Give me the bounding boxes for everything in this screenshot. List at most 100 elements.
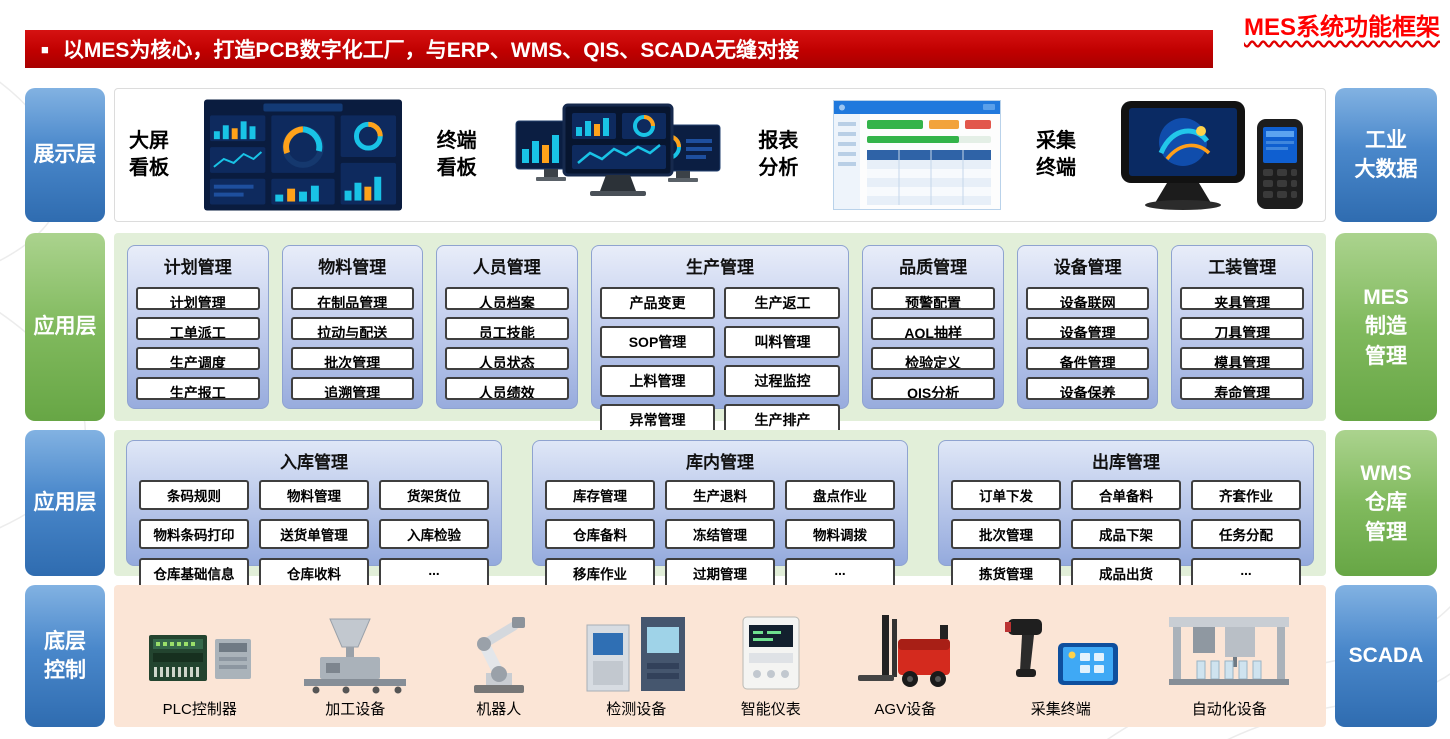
module-title: 物料管理 bbox=[318, 258, 387, 277]
module-item: 拣货管理 bbox=[951, 558, 1061, 588]
terminal-dashboard-image bbox=[512, 97, 724, 213]
report-analysis-label: 报表 分析 bbox=[758, 130, 799, 179]
module-item: 成品下架 bbox=[1071, 519, 1181, 549]
plc-icon bbox=[145, 615, 255, 695]
robot-icon bbox=[456, 611, 542, 695]
module-item: 生产报工 bbox=[136, 377, 260, 400]
device-scanner-terminal: 采集终端 bbox=[1000, 611, 1122, 719]
module-item: 仓库收料 bbox=[259, 558, 369, 588]
module-title: 设备管理 bbox=[1053, 258, 1122, 277]
module-item: 产品变更 bbox=[599, 287, 716, 319]
mes-app-layer-label: 应用层 bbox=[25, 233, 105, 421]
module-item: 刀具管理 bbox=[1180, 317, 1304, 340]
module-item: 盘点作业 bbox=[785, 480, 895, 510]
control-layer-row: 底层 控制 PLC控制器 bbox=[25, 585, 1437, 727]
module-item: ... bbox=[1191, 558, 1301, 588]
device-label-plc: PLC控制器 bbox=[162, 701, 237, 718]
module-item: 拉动与配送 bbox=[290, 317, 415, 340]
module-item: 合单备料 bbox=[1071, 480, 1181, 510]
module-item: 任务分配 bbox=[1191, 519, 1301, 549]
module-item: 工单派工 bbox=[136, 317, 260, 340]
module-item: 物料调拨 bbox=[785, 519, 895, 549]
module-item: 夹具管理 bbox=[1180, 287, 1304, 310]
module-item: 仓库基础信息 bbox=[139, 558, 249, 588]
header-banner: ■ 以MES为核心，打造PCB数字化工厂，与ERP、WMS、QIS、SCADA无… bbox=[25, 30, 1213, 68]
module-item: 叫料管理 bbox=[724, 326, 841, 358]
module-item: 人员状态 bbox=[445, 347, 569, 370]
module-item: 过期管理 bbox=[665, 558, 775, 588]
wms-warehouse-label: WMS 仓库 管理 bbox=[1335, 430, 1437, 576]
module-item: 仓库备料 bbox=[545, 519, 655, 549]
module-item: 物料条码打印 bbox=[139, 519, 249, 549]
module-item: 设备管理 bbox=[1025, 317, 1150, 340]
control-layer-content: PLC控制器 加工设备 bbox=[114, 585, 1326, 727]
device-label-scanner-terminal: 采集终端 bbox=[1030, 701, 1091, 718]
module-item: 人员档案 bbox=[445, 287, 569, 310]
module-title: 出库管理 bbox=[1092, 453, 1160, 472]
collection-terminal-label: 采集 终端 bbox=[1036, 130, 1077, 179]
device-label-inspection: 检测设备 bbox=[606, 701, 667, 718]
module-item: 追溯管理 bbox=[290, 377, 415, 400]
machining-equipment-icon bbox=[296, 615, 414, 695]
module-item: 批次管理 bbox=[290, 347, 415, 370]
module-item: 送货单管理 bbox=[259, 519, 369, 549]
module-item: 入库检验 bbox=[379, 519, 489, 549]
module-item: 人员绩效 bbox=[445, 377, 569, 400]
module-item: 寿命管理 bbox=[1180, 377, 1304, 400]
device-robot: 机器人 bbox=[456, 611, 542, 719]
control-layer-label: 底层 控制 bbox=[25, 585, 105, 727]
module-item: 备件管理 bbox=[1025, 347, 1150, 370]
wms-module-panel: 库内管理库存管理生产退料盘点作业仓库备料冻结管理物料调拨移库作业过期管理... bbox=[532, 440, 908, 588]
module-item: 货架货位 bbox=[379, 480, 489, 510]
device-label-automation: 自动化设备 bbox=[1191, 701, 1267, 718]
module-item: 成品出货 bbox=[1071, 558, 1181, 588]
display-layer-content: 大屏 看板 bbox=[114, 88, 1326, 222]
mes-modules: 计划管理计划管理工单派工生产调度生产报工物料管理在制品管理拉动与配送批次管理追溯… bbox=[114, 233, 1326, 436]
module-grid: 库存管理生产退料盘点作业仓库备料冻结管理物料调拨移库作业过期管理... bbox=[545, 480, 895, 588]
module-item: 过程监控 bbox=[724, 365, 841, 397]
device-machining: 加工设备 bbox=[296, 615, 414, 719]
module-title: 工装管理 bbox=[1208, 258, 1277, 277]
module-item: 物料管理 bbox=[259, 480, 369, 510]
collection-terminal-image bbox=[1111, 97, 1311, 213]
module-title: 入库管理 bbox=[280, 453, 348, 472]
header-text: 以MES为核心，打造PCB数字化工厂，与ERP、WMS、QIS、SCADA无缝对… bbox=[62, 39, 800, 62]
module-item: 库存管理 bbox=[545, 480, 655, 510]
module-item: 生产调度 bbox=[136, 347, 260, 370]
module-item: AQL抽样 bbox=[871, 317, 995, 340]
mes-module-panel: 工装管理夹具管理刀具管理模具管理寿命管理 bbox=[1171, 245, 1313, 409]
display-layer-row: 展示层 大屏 看板 bbox=[25, 88, 1437, 222]
module-item: 条码规则 bbox=[139, 480, 249, 510]
module-item: QIS分析 bbox=[871, 377, 995, 400]
module-item: 批次管理 bbox=[951, 519, 1061, 549]
module-item: SOP管理 bbox=[599, 326, 716, 358]
mes-layer-row: 应用层 计划管理计划管理工单派工生产调度生产报工物料管理在制品管理拉动与配送批次… bbox=[25, 233, 1437, 436]
module-item: 生产退料 bbox=[665, 480, 775, 510]
scanner-terminal-icon bbox=[1000, 611, 1122, 695]
device-automation: 自动化设备 bbox=[1163, 611, 1295, 719]
module-item: 计划管理 bbox=[136, 287, 260, 310]
display-layer-label: 展示层 bbox=[25, 88, 105, 222]
module-item: 检验定义 bbox=[871, 347, 995, 370]
mes-module-panel: 计划管理计划管理工单派工生产调度生产报工 bbox=[127, 245, 269, 409]
module-item: 在制品管理 bbox=[290, 287, 415, 310]
module-grid: 订单下发合单备料齐套作业批次管理成品下架任务分配拣货管理成品出货... bbox=[951, 480, 1301, 588]
mes-manufacturing-label: MES 制造 管理 bbox=[1335, 233, 1437, 421]
wms-layer-row: 应用层 入库管理条码规则物料管理货架货位物料条码打印送货单管理入库检验仓库基础信… bbox=[25, 430, 1437, 588]
device-label-smart-meter: 智能仪表 bbox=[740, 701, 801, 718]
module-title: 库内管理 bbox=[686, 453, 754, 472]
big-screen-board-label: 大屏 看板 bbox=[129, 130, 169, 179]
module-item: 模具管理 bbox=[1180, 347, 1304, 370]
mes-module-panel: 设备管理设备联网设备管理备件管理设备保养 bbox=[1016, 245, 1159, 409]
page-title: MES系统功能框架 bbox=[1243, 14, 1440, 41]
smart-meter-icon bbox=[731, 611, 811, 695]
device-label-robot: 机器人 bbox=[476, 701, 522, 718]
device-inspection: 检测设备 bbox=[583, 611, 689, 719]
automation-equipment-icon bbox=[1163, 611, 1295, 695]
module-title: 生产管理 bbox=[685, 258, 754, 277]
module-item: 移库作业 bbox=[545, 558, 655, 588]
wms-modules: 入库管理条码规则物料管理货架货位物料条码打印送货单管理入库检验仓库基础信息仓库收… bbox=[114, 430, 1326, 588]
